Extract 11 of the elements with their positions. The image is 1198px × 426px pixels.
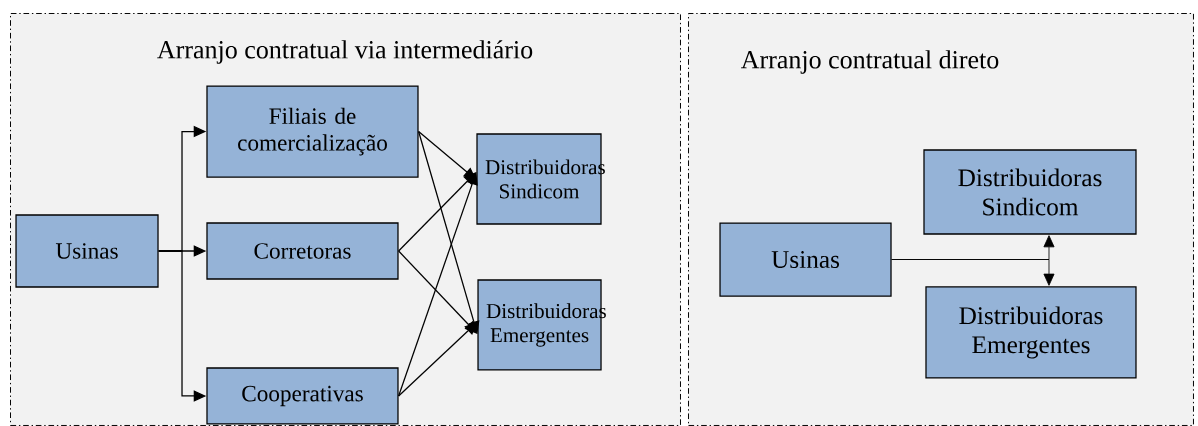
arrow — [891, 259, 1055, 286]
process-box: Usinas — [15, 214, 159, 288]
process-box: Cooperativas — [206, 367, 399, 425]
panel-heading: Arranjo contratual direto — [741, 50, 999, 74]
process-box: Corretoras — [206, 222, 399, 280]
arrow — [398, 172, 478, 397]
process-box: Filiais de comercialização — [206, 85, 419, 178]
process-box: Distribuidoras Sindicom — [923, 149, 1137, 235]
process-box: Distribuidoras Emergentes — [925, 286, 1137, 379]
process-box: Usinas — [719, 222, 892, 297]
panel-heading: Arranjo contratual via intermediário — [157, 40, 533, 64]
